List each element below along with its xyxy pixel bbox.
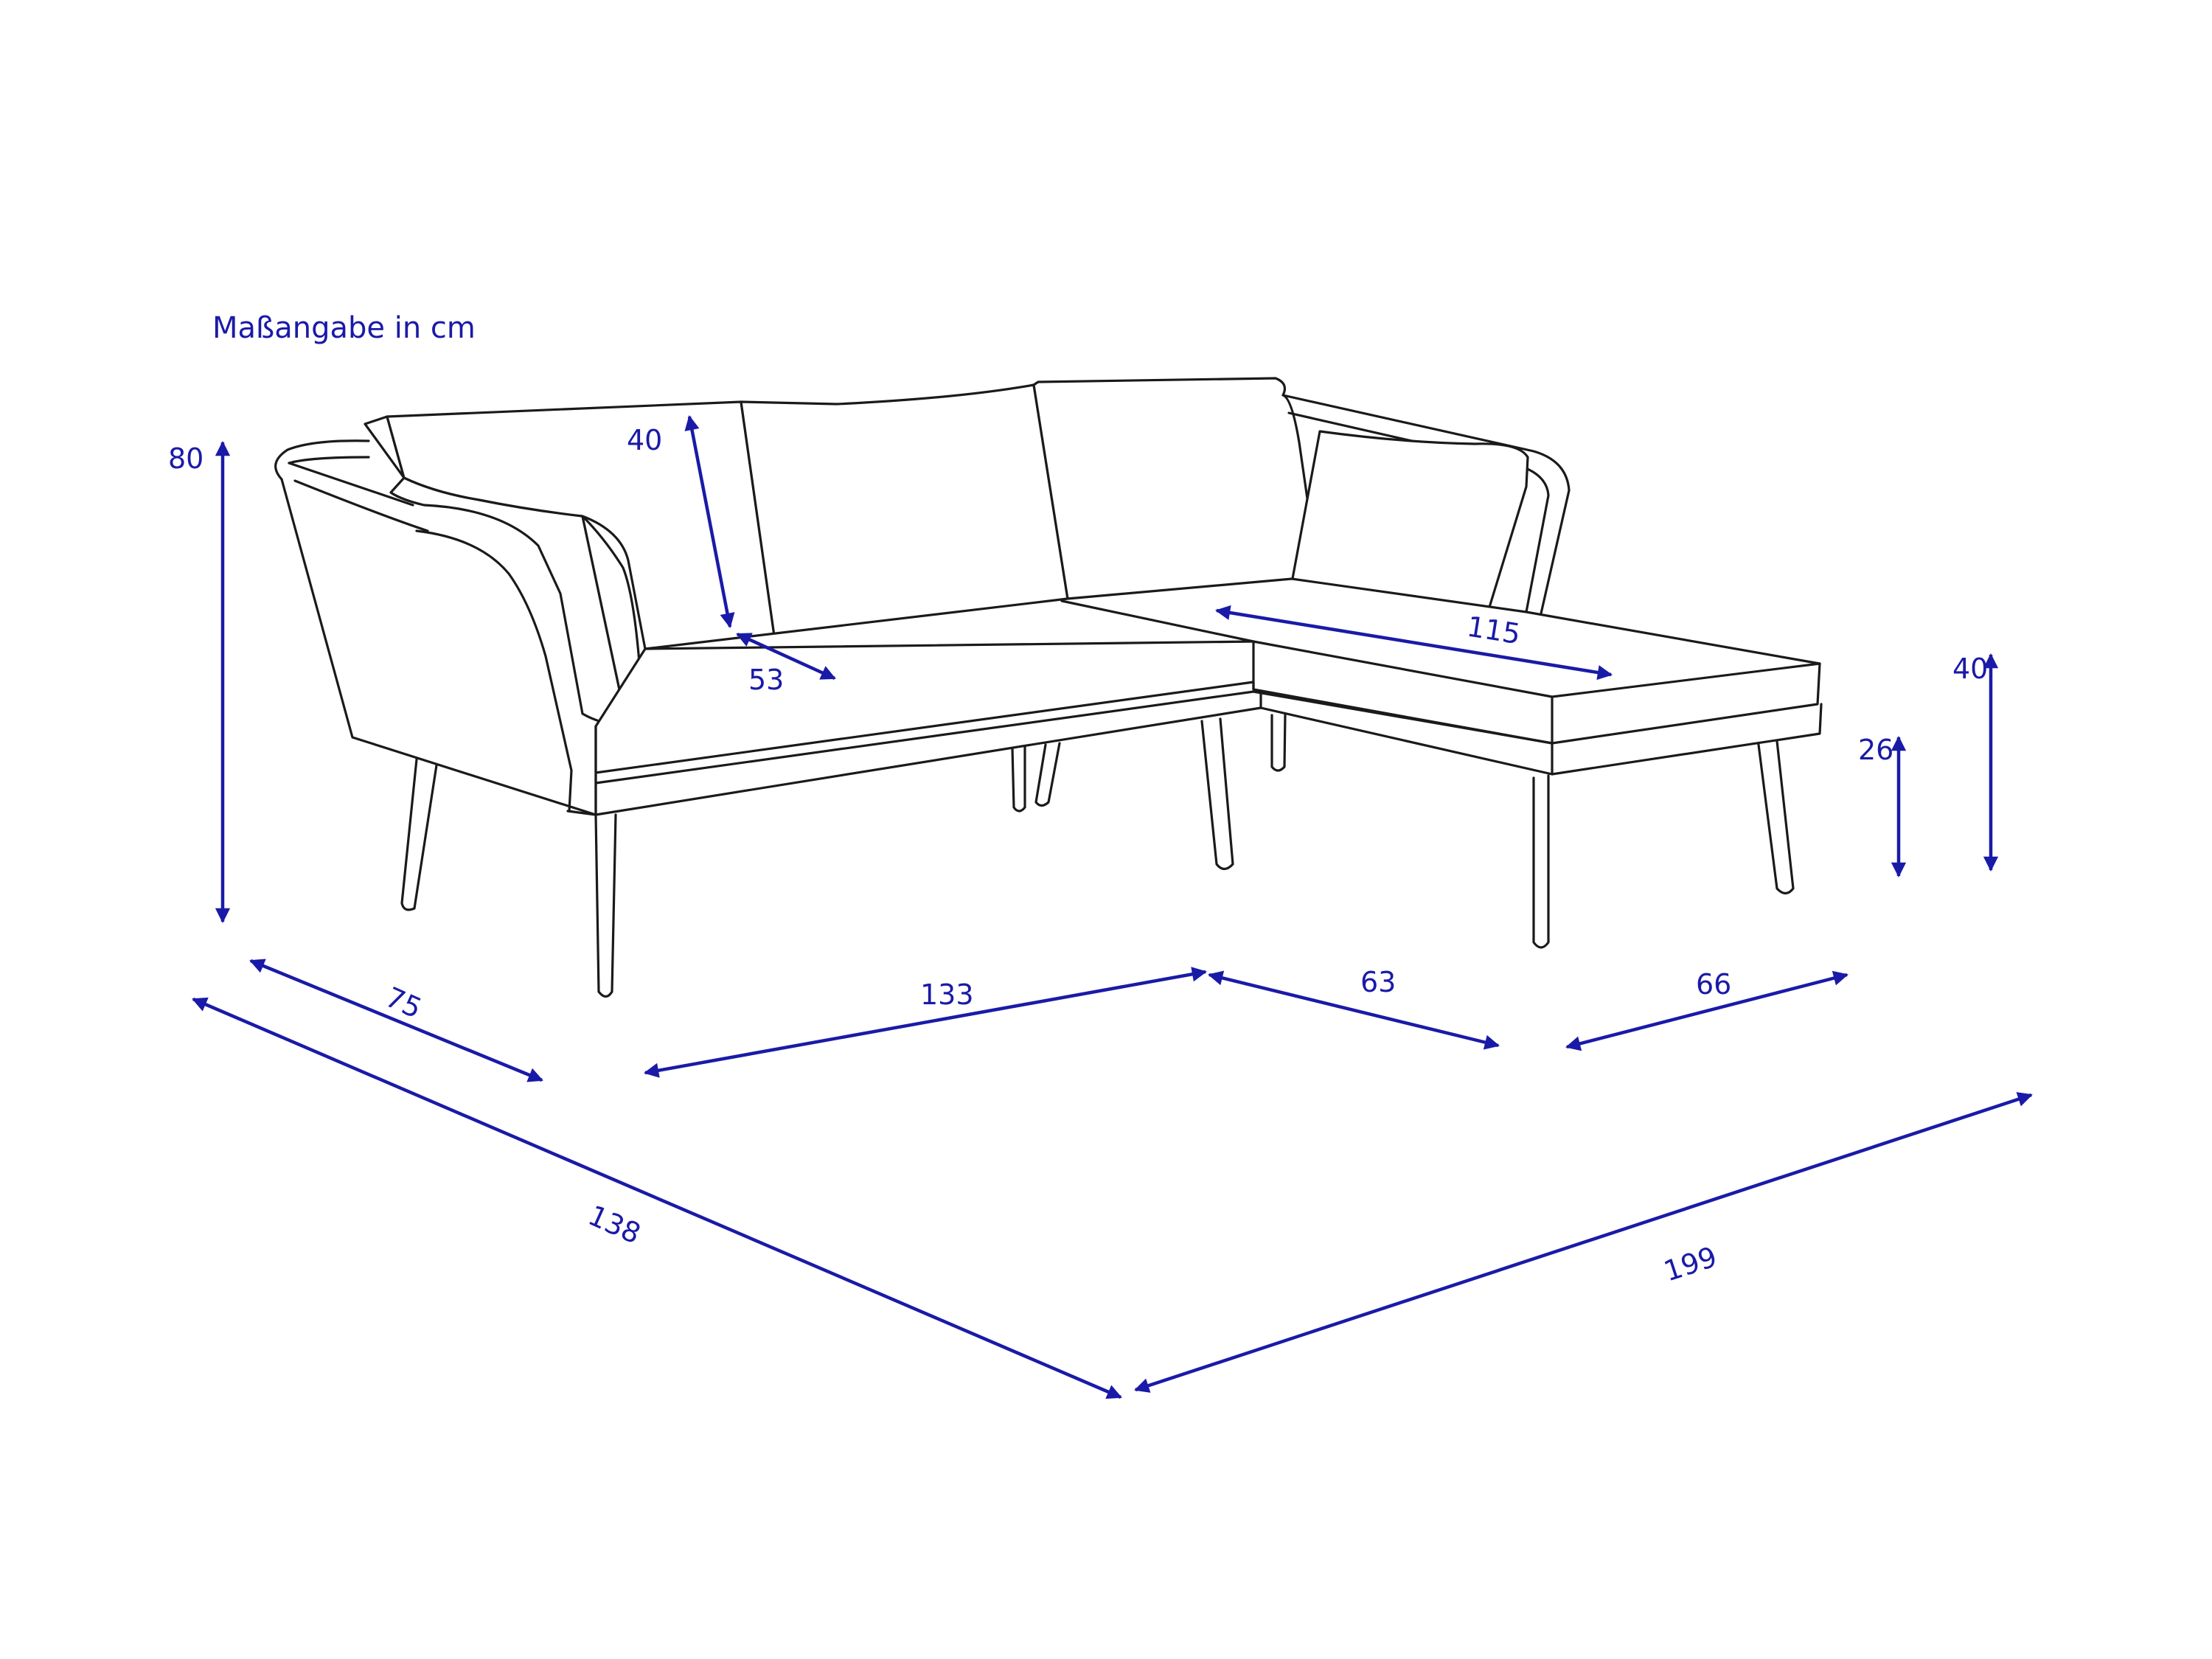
back-cushion-right — [1032, 377, 1310, 600]
label-sofa-length: 133 — [920, 978, 974, 1011]
leg-front-left — [594, 813, 617, 998]
label-chaise-width: 63 — [1360, 966, 1396, 998]
diagram-title: Maßangabe in cm — [212, 311, 476, 345]
label-height-total: 80 — [168, 442, 204, 475]
label-total-depth: 138 — [583, 1199, 645, 1251]
leg-front-middle — [1200, 717, 1234, 871]
dim-arrow-total-length — [1134, 1092, 2033, 1393]
label-chaise-height: 40 — [1952, 653, 1988, 685]
dim-arrow-chaise-end — [1565, 970, 1848, 1051]
leg-chaise-rear — [1270, 712, 1287, 772]
leg-chaise-right — [1757, 740, 1795, 895]
dim-arrow-total-depth — [192, 997, 1122, 1399]
leg-rear-middle — [1011, 742, 1061, 813]
dim-arrow-chaise-width — [1208, 970, 1500, 1050]
label-chaise-end: 66 — [1696, 968, 1731, 1001]
leg-back-left — [400, 758, 438, 911]
label-seat-depth: 53 — [748, 664, 784, 696]
back-cushion-left — [386, 400, 776, 650]
label-seat-height: 26 — [1858, 734, 1893, 766]
label-total-length: 199 — [1660, 1240, 1721, 1287]
dimension-lines — [192, 415, 2033, 1399]
dim-arrow-chaise-inner — [1215, 605, 1613, 681]
label-backrest: 40 — [627, 424, 662, 456]
sofa-drawing — [274, 377, 1823, 998]
dimension-labels: 80 40 53 115 40 26 75 133 63 66 138 199 — [168, 424, 1988, 1288]
chaise-back-cushion — [1290, 430, 1529, 613]
leg-chaise-front — [1532, 774, 1550, 949]
seat-frame — [594, 690, 1823, 816]
dim-arrow-seat-depth — [736, 632, 836, 681]
dim-arrow-depth-side — [249, 959, 543, 1082]
dim-arrow-backrest — [684, 415, 735, 628]
back-cushion-middle — [740, 383, 1069, 637]
